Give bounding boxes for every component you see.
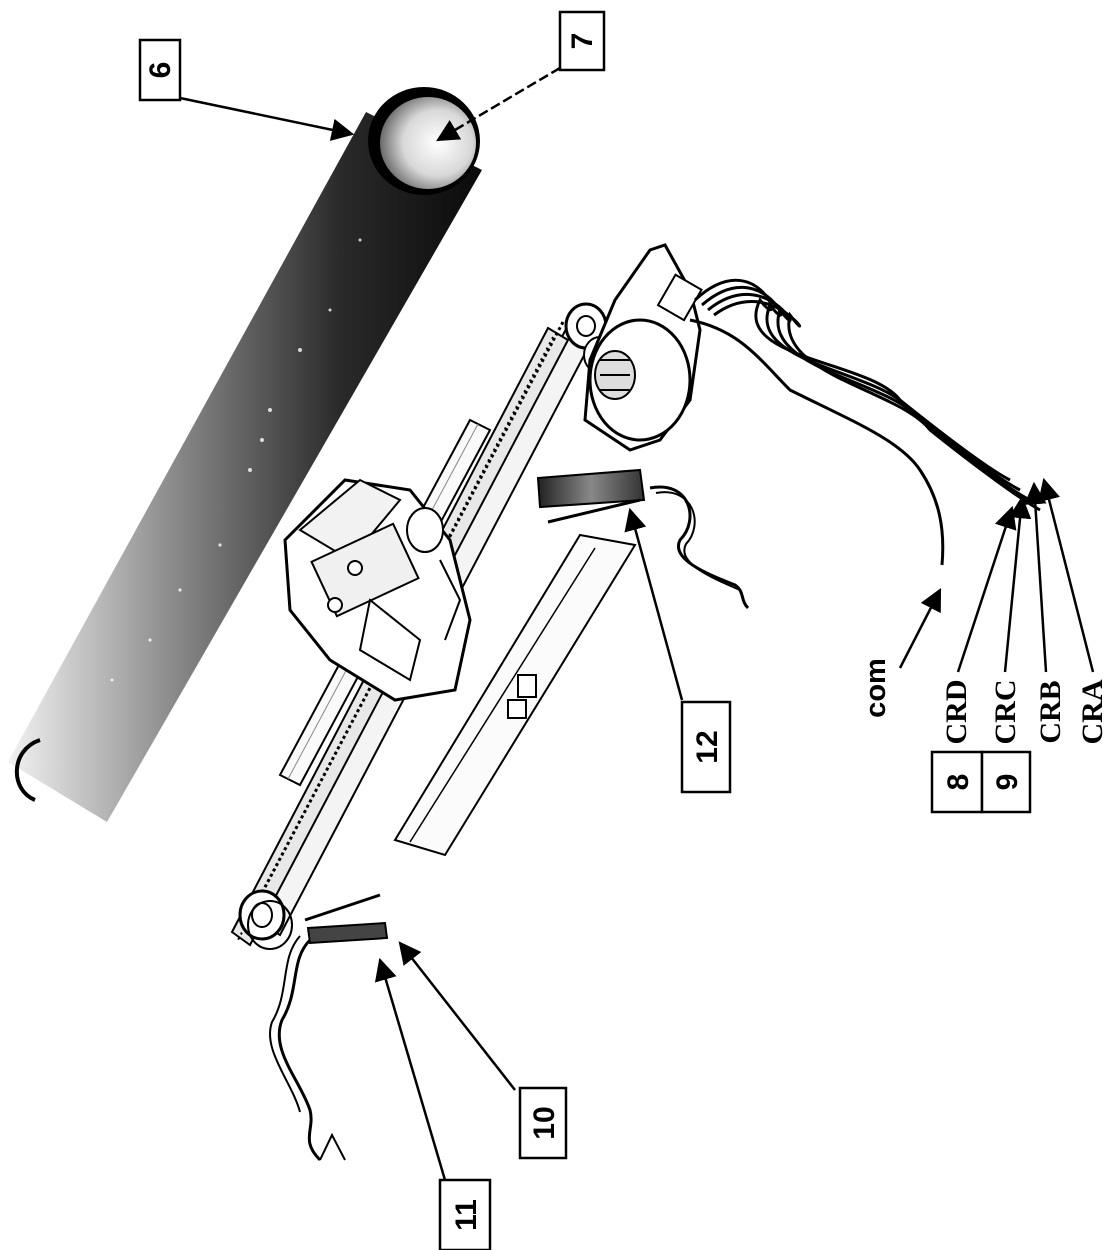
wire-label-crd: CRD [940, 680, 973, 745]
motor-wires [690, 280, 1040, 565]
callout-10: 10 [520, 1088, 566, 1158]
svg-text:12: 12 [691, 730, 724, 763]
wire-label-crb: CRB [1034, 680, 1067, 743]
svg-text:6: 6 [144, 62, 177, 79]
svg-text:10: 10 [528, 1106, 561, 1139]
platen-roller [8, 87, 482, 822]
roller-end-cap [380, 97, 476, 189]
svg-text:7: 7 [566, 33, 599, 50]
callout-7: 7 [560, 12, 604, 70]
callout-9: 9 [982, 752, 1030, 812]
svg-text:CRC: CRC [989, 680, 1022, 745]
svg-text:CRA: CRA [1076, 679, 1107, 744]
svg-text:com: com [860, 658, 892, 718]
wire-label-com: com [860, 658, 892, 718]
callout-6: 6 [140, 40, 180, 100]
svg-text:11: 11 [450, 1199, 483, 1231]
wire-label-cra: CRA [1076, 679, 1107, 744]
wire-label-crc: CRC [989, 680, 1022, 745]
callout-8: 8 [932, 752, 982, 812]
callout-11: 11 [440, 1180, 490, 1250]
callout-12: 12 [682, 702, 730, 792]
svg-text:8: 8 [942, 774, 975, 791]
stepper-motor [585, 245, 701, 450]
left-position-sensor [270, 895, 387, 1160]
svg-text:CRD: CRD [940, 680, 973, 745]
svg-text:CRB: CRB [1034, 680, 1067, 743]
svg-text:9: 9 [991, 774, 1024, 791]
